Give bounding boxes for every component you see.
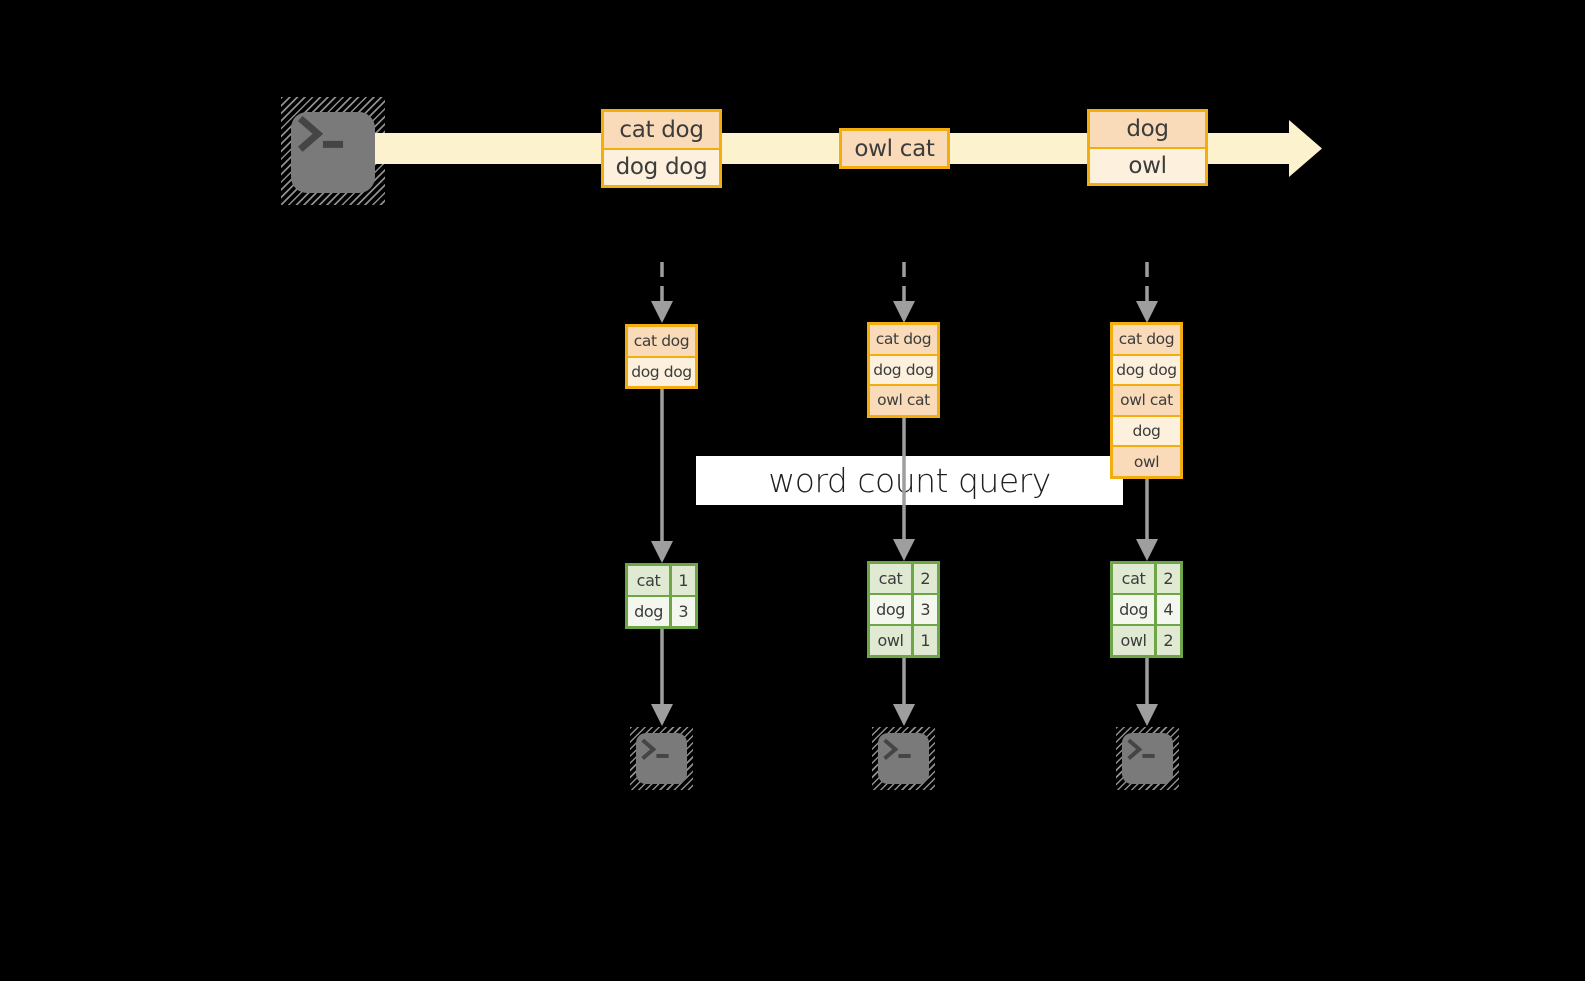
count-word: dog [628,597,670,626]
buffer-row: owl cat [1113,386,1180,415]
count-value: 1 [671,566,695,595]
query-banner: word count query [696,456,1123,505]
arrow-table1-to-terminal1 [651,629,673,726]
arrow-buffer1-to-table1 [651,387,673,563]
count-value: 4 [1156,595,1180,624]
count-value: 2 [913,564,937,593]
count-word: owl [870,626,912,655]
count-value: 2 [1156,564,1180,593]
source-terminal-icon [291,112,375,193]
count-value: 1 [913,626,937,655]
stream-message: dog [1090,112,1205,147]
stream-message: dog dog [604,149,719,185]
count-value: 3 [913,595,937,624]
buffer-row: dog dog [628,357,695,387]
stream-message: owl cat [842,131,947,166]
buffer-row: dog [1113,416,1180,446]
arrow-table3-to-terminal3 [1136,657,1158,726]
arrow-buffer3-to-table3 [1136,478,1158,561]
message-buffer-2: cat dog dog dog owl cat [867,322,940,418]
stream-batch-1: cat dog dog dog [601,109,722,188]
count-word: dog [870,595,912,624]
terminal-prompt-icon [291,112,375,193]
consumer-terminal-3 [1116,727,1179,790]
count-value: 3 [671,597,695,626]
stream-message: owl [1090,148,1205,183]
dashed-arrow-col2 [893,262,915,323]
count-word: cat [628,566,670,595]
count-word: cat [870,564,912,593]
stream-batch-3: dog owl [1087,109,1208,186]
buffer-row: cat dog [628,327,695,356]
dashed-arrow-col3 [1136,262,1158,323]
message-buffer-1: cat dog dog dog [625,324,698,390]
dashed-arrow-col1 [651,262,673,323]
count-word: dog [1113,595,1155,624]
buffer-row: owl cat [870,386,937,415]
buffer-row: cat dog [1113,325,1180,354]
buffer-row: owl [1113,447,1180,476]
terminal-prompt-icon [878,733,929,784]
count-table-3: cat 2 dog 4 owl 2 [1110,561,1183,658]
query-banner-label: word count query [768,461,1051,500]
stream-message: cat dog [604,112,719,148]
count-word: cat [1113,564,1155,593]
count-word: owl [1113,626,1155,655]
count-value: 2 [1156,626,1180,655]
terminal-prompt-icon [636,733,687,784]
count-table-2: cat 2 dog 3 owl 1 [867,561,940,658]
count-table-1: cat 1 dog 3 [625,563,698,629]
consumer-terminal-2 [872,727,935,790]
arrow-table2-to-terminal2 [893,658,915,726]
message-buffer-3: cat dog dog dog owl cat dog owl [1110,322,1183,479]
stream-batch-2: owl cat [839,128,950,169]
terminal-prompt-icon [1122,733,1173,784]
consumer-terminal-1 [630,727,693,790]
buffer-row: cat dog [870,325,937,354]
buffer-row: dog dog [870,355,937,385]
buffer-row: dog dog [1113,355,1180,385]
